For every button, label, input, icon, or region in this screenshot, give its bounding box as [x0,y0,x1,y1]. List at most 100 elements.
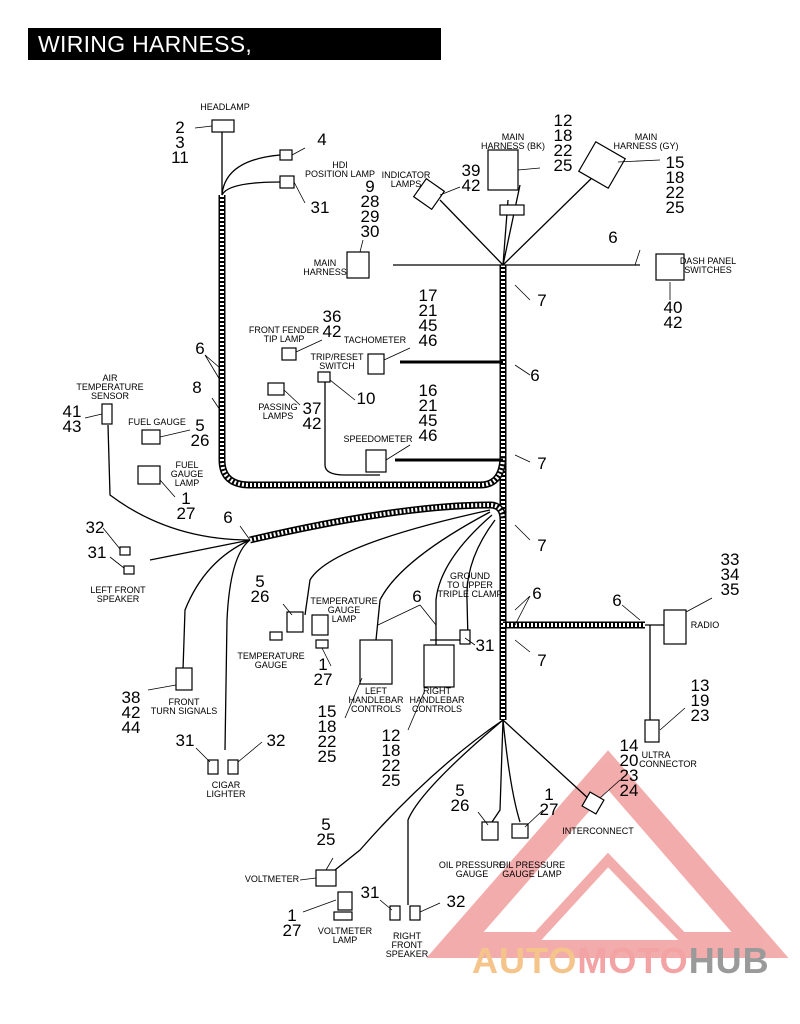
callout-31-left: 31 [88,543,107,562]
label-mainh-2: HARNESS [303,267,347,277]
callout-7-d: 7 [537,651,546,670]
callout-number: 6 [195,339,204,358]
label-rhc-1: RIGHT [423,686,452,696]
callout-number: 29 [361,207,380,226]
callout-number: 10 [357,389,376,408]
callout-number: 5 [195,416,204,435]
label-radio: RADIO [691,620,720,630]
callout-number: 27 [283,921,302,940]
callout-32-left: 32 [86,518,105,537]
label-mainh-1: MAIN [314,258,337,268]
callout-number: 5 [321,815,330,834]
callout-number: 15 [666,153,685,172]
callout-number: 26 [191,431,210,450]
label-fender-1: FRONT FENDER [249,325,320,335]
callout-1-27-oil: 127 [540,785,559,819]
label-passing-2: LAMPS [263,411,294,421]
callout-number: 38 [122,688,141,707]
label-ultra-1: ULTRA [642,750,671,760]
callout-number: 1 [318,655,327,674]
label-air-1: AIR [102,373,118,383]
callout-6-main: 6 [532,584,541,603]
callout-6-mid: 6 [223,508,232,527]
label-ultra-2: CONNECTOR [639,759,697,769]
callout-number: 42 [122,703,141,722]
callout-number: 22 [554,141,573,160]
harness-wires [107,130,668,905]
label-rfs-1: RIGHT [393,931,422,941]
callout-number: 26 [451,796,470,815]
callout-number: 25 [317,830,336,849]
callout-number: 1 [181,489,190,508]
callout-1-27-temp: 127 [314,655,333,689]
callout-number: 31 [311,198,330,217]
label-trip-1: TRIP/RESET [310,352,364,362]
callout-number: 45 [419,411,438,430]
callout-number: 32 [86,518,105,537]
label-voltmeter: VOLTMETER [245,874,300,884]
label-fuellamp-1: FUEL [175,460,198,470]
callout-32-cig: 32 [267,731,286,750]
callout-number: 31 [476,636,495,655]
callout-7-c: 7 [537,536,546,555]
label-mhbk-1: MAIN [502,132,525,142]
watermark-part-3: HUB [688,940,770,981]
callout-number: 33 [721,550,740,569]
label-oilp-2: GAUGE [456,869,489,879]
label-lfspeaker-1: LEFT FRONT [90,585,146,595]
label-fuellamp-2: GAUGE [171,469,204,479]
label-cig-1: CIGAR [212,780,241,790]
leader-lines [84,125,713,913]
callout-5-26-temp: 526 [251,572,270,606]
callout-number: 23 [691,706,710,725]
callout-number: 11 [171,148,189,167]
callout-number: 46 [419,426,438,445]
label-indicator-1: INDICATOR [382,170,431,180]
callout-5-26-fuel: 526 [191,416,210,450]
callout-number: 31 [361,883,380,902]
callout-number: 18 [318,717,337,736]
label-speedo: SPEEDOMETER [343,434,413,444]
label-trip-2: SWITCH [319,361,355,371]
label-mhgy-1: MAIN [635,132,658,142]
callout-number: 31 [88,543,107,562]
callout-6-left: 6 [195,339,204,358]
callout-number: 46 [419,331,438,350]
callout-number: 6 [608,228,617,247]
label-hdi-2: POSITION LAMP [305,169,375,179]
callout-number: 21 [419,301,438,320]
callout-31-rfs: 31 [361,883,380,902]
callout-number: 25 [382,771,401,790]
watermark-logo: AUTOMOTOHUB [472,940,770,982]
callout-number: 6 [530,366,539,385]
label-lhc-1: LEFT [365,686,388,696]
callout-number: 17 [419,286,438,305]
callout-number: 32 [267,731,286,750]
callout-1-27-fuel: 127 [177,489,196,523]
label-indicator-2: LAMPS [391,179,422,189]
label-oilp-1: OIL PRESSURE [439,860,505,870]
label-mhbk-2: HARNESS (BK) [481,141,545,151]
callout-31-cig: 31 [176,731,195,750]
callout-number: 42 [323,322,342,341]
callout-number: 14 [620,736,639,755]
label-vlamp-1: VOLTMETER [318,926,373,936]
callout-number: 4 [317,130,326,149]
label-ground-2: TO UPPER [447,580,493,590]
callout-number: 13 [691,676,710,695]
callout-number: 6 [223,508,232,527]
label-rfs-3: SPEAKER [386,949,429,959]
callout-number: 2 [175,118,184,137]
callout-7-b: 7 [537,454,546,473]
callout-7-a: 7 [537,291,546,310]
connectors [101,119,687,921]
callout-number: 25 [554,156,573,175]
